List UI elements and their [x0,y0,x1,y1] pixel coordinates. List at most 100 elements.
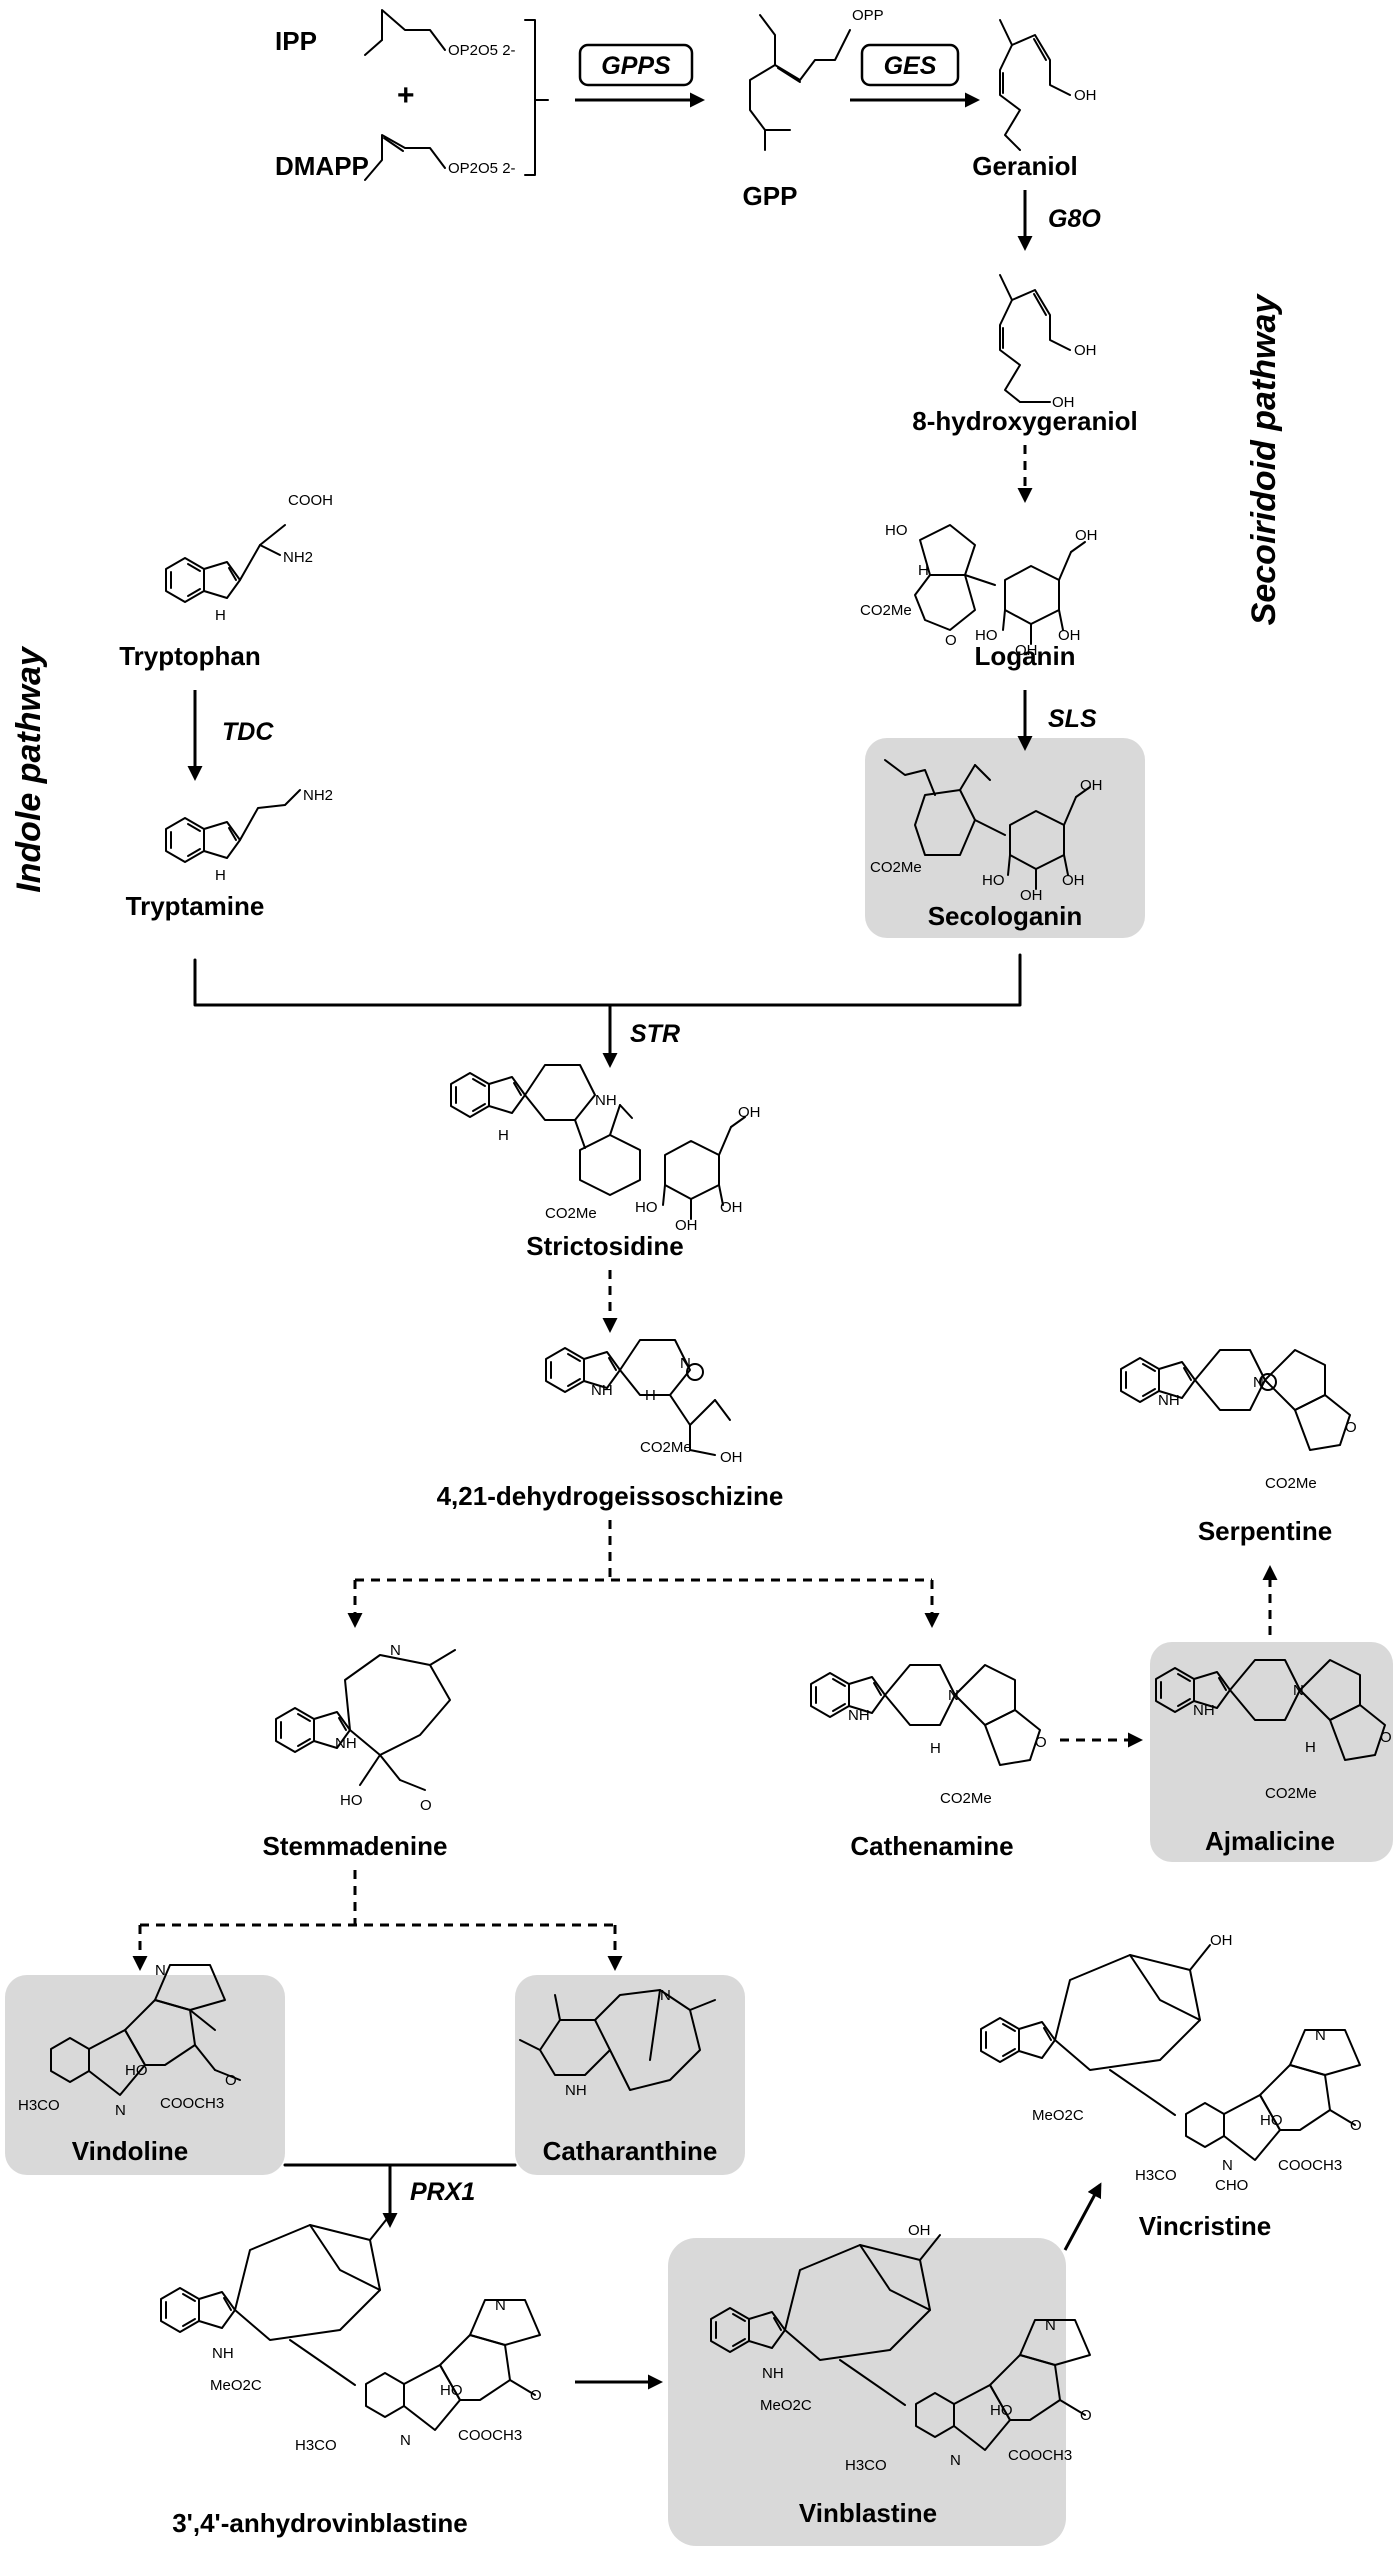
secologanin-highlight [865,738,1145,938]
svg-text:HO: HO [982,872,1005,889]
vindoline-label: Vindoline [72,2136,189,2166]
geraniol-structure: OH [999,19,1097,151]
prx1-enzyme: PRX1 [410,2178,475,2206]
ajmalicine-label: Ajmalicine [1205,1826,1335,1856]
svg-text:H: H [215,607,226,624]
svg-text:N: N [1315,2027,1326,2044]
dmapp-label: DMAPP [275,151,369,181]
svg-text:H3CO: H3CO [1135,2167,1177,2184]
svg-text:NH: NH [1158,1392,1180,1409]
svg-text:CO2Me: CO2Me [940,1790,992,1807]
svg-text:OH: OH [1052,394,1075,411]
vincristine-structure: OH MeO2C N HO O H3CO N CHO COOCH3 [981,1932,1362,2194]
svg-text:OH: OH [908,2222,931,2239]
svg-text:N: N [390,1642,401,1659]
svg-text:OP2O5 2-: OP2O5 2- [448,42,516,59]
svg-text:H: H [215,867,226,884]
stemmadenine-label: Stemmadenine [263,1831,448,1861]
svg-text:OPP: OPP [852,7,884,24]
svg-text:NH: NH [591,1382,613,1399]
catharanthine-structure: NH N [519,1987,716,2099]
loganin-label: Loganin [974,641,1075,671]
dmapp-structure: OP2O5 2- [364,134,516,181]
svg-text:CO2Me: CO2Me [870,859,922,876]
catharanthine-label: Catharanthine [543,2136,718,2166]
svg-text:HO: HO [635,1199,658,1216]
svg-text:OH: OH [1020,887,1043,904]
svg-text:O: O [1080,2407,1092,2424]
loganin-structure: HO O CO2Me H OH HO OH OH [860,522,1098,659]
tdc-enzyme: TDC [222,718,274,746]
svg-text:OH: OH [1074,342,1097,359]
svg-text:OH: OH [1058,627,1081,644]
svg-text:OH: OH [1210,1932,1233,1949]
secologanin-structure: CO2Me OH HO OH OH [870,759,1103,904]
svg-text:OH: OH [1080,777,1103,794]
svg-text:CO2Me: CO2Me [545,1205,597,1222]
ipp-label: IPP [275,26,317,56]
svg-text:N: N [948,1687,959,1704]
svg-text:N: N [660,1987,671,2004]
secologanin-label: Secologanin [928,901,1083,931]
svg-text:H: H [918,562,929,579]
svg-text:N: N [1222,2157,1233,2174]
gpps-enzyme-box [578,43,694,87]
svg-text:OH: OH [1074,87,1097,104]
geraniol-label: Geraniol [972,151,1077,181]
svg-text:OH: OH [720,1449,743,1466]
serpentine-structure: NH N O CO2Me [1121,1350,1357,1492]
svg-text:HO: HO [125,2062,148,2079]
svg-text:H: H [498,1127,509,1144]
anhydrovinblastine-label: 3',4'-anhydrovinblastine [172,2508,468,2538]
svg-text:H: H [645,1387,656,1404]
svg-text:O: O [1035,1734,1047,1751]
indole-pathway-label: Indole pathway [10,645,48,893]
svg-text:N: N [1293,1682,1304,1699]
svg-text:NH2: NH2 [283,549,313,566]
svg-text:NH: NH [335,1735,357,1752]
vinblastine-to-vincristine-arrow [1063,2182,1102,2251]
ges-enzyme: GES [884,52,937,80]
svg-text:OP2O5 2-: OP2O5 2- [448,160,516,177]
svg-text:CO2Me: CO2Me [1265,1475,1317,1492]
svg-text:NH: NH [212,2345,234,2362]
vindoline-structure: N HO O H3CO N COOCH3 [18,1962,241,2119]
svg-text:N: N [495,2297,506,2314]
svg-text:OH: OH [1015,642,1038,659]
svg-text:OH: OH [675,1217,698,1234]
tryptophan-label: Tryptophan [119,641,261,671]
svg-text:CO2Me: CO2Me [860,602,912,619]
svg-text:HO: HO [340,1792,363,1809]
svg-text:OH: OH [720,1199,743,1216]
gpp-structure: OPP [749,7,884,151]
svg-text:O: O [1345,1419,1357,1436]
svg-text:OH: OH [1075,527,1098,544]
vindoline-highlight [5,1975,285,2175]
svg-text:COOCH3: COOCH3 [1278,2157,1342,2174]
svg-text:NH: NH [762,2365,784,2382]
vinblastine-structure: OH NH MeO2C N HO O H3CO N COOCH3 [711,2222,1092,2474]
svg-text:N: N [400,2432,411,2449]
dehydrogeissoschizine-label: 4,21-dehydrogeissoschizine [437,1481,784,1511]
svg-text:N: N [115,2102,126,2119]
g8o-enzyme: G8O [1048,205,1101,233]
anhydrovinblastine-structure: NH MeO2C N HO O H3CO N COOCH3 [161,2215,542,2454]
tryptamine-structure: NH2 H [165,787,333,884]
plus-sign: + [397,79,415,112]
svg-text:H3CO: H3CO [18,2097,60,2114]
svg-text:OH: OH [738,1104,761,1121]
svg-text:H: H [1305,1739,1316,1756]
stemmadenine-structure: NH N HO O [275,1642,456,1814]
svg-text:CHO: CHO [1215,2177,1248,2194]
svg-text:N: N [1253,1374,1264,1391]
svg-text:N: N [155,1962,166,1979]
svg-text:O: O [945,632,957,649]
dehydrogeissoschizine-structure: NH H N CO2Me OH [545,1339,743,1466]
svg-text:N: N [950,2452,961,2469]
svg-text:MeO2C: MeO2C [1032,2107,1084,2124]
vinblastine-highlight [668,2238,1066,2546]
svg-text:NH: NH [1193,1702,1215,1719]
svg-text:H3CO: H3CO [845,2457,887,2474]
secoiridoid-pathway-label: Secoiridoid pathway [1245,293,1283,626]
